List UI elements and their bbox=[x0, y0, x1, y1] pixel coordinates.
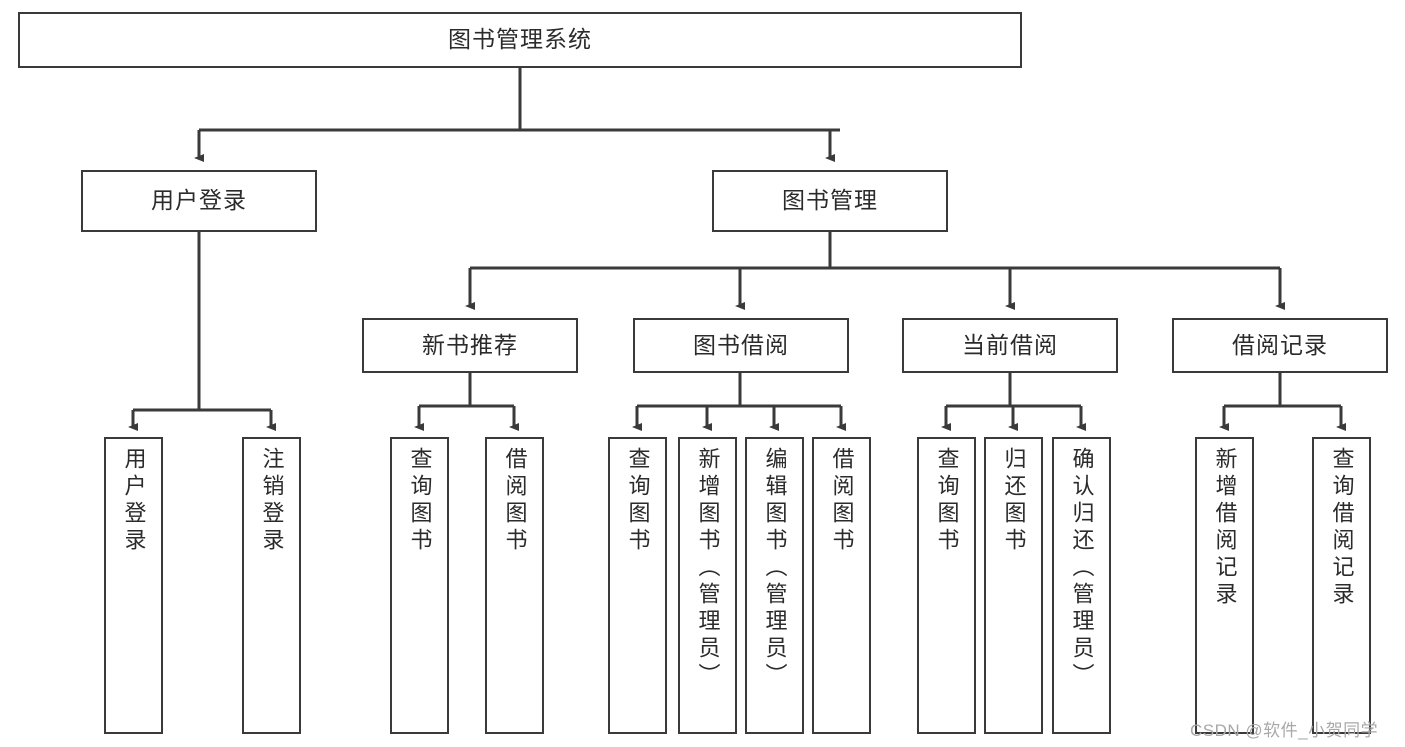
node-label: 用户登录 bbox=[121, 447, 147, 555]
node-user-login[interactable]: 用户登录 bbox=[81, 170, 317, 232]
node-label: 编辑图书（管理员） bbox=[762, 447, 788, 690]
node-leaf-edit-book[interactable]: 编辑图书（管理员） bbox=[745, 437, 804, 734]
node-label: 新增图书（管理员） bbox=[695, 447, 721, 690]
node-book-borrow[interactable]: 图书借阅 bbox=[633, 318, 849, 373]
node-label: 图书借阅 bbox=[693, 331, 789, 358]
node-label: 查询图书 bbox=[625, 447, 651, 555]
node-label: 确认归还（管理员） bbox=[1069, 447, 1095, 690]
node-label: 注销登录 bbox=[259, 447, 285, 555]
node-leaf-borrow-book-1[interactable]: 借阅图书 bbox=[485, 437, 544, 734]
node-leaf-confirm-return[interactable]: 确认归还（管理员） bbox=[1052, 437, 1111, 734]
node-label: 查询图书 bbox=[407, 447, 433, 555]
node-leaf-query-book-1[interactable]: 查询图书 bbox=[390, 437, 449, 734]
node-leaf-query-record[interactable]: 查询借阅记录 bbox=[1312, 437, 1371, 734]
csdn-watermark: CSDN @软件_小贺同学 bbox=[1190, 721, 1379, 740]
node-label: 图书管理系统 bbox=[448, 26, 592, 53]
node-new-book-recommend[interactable]: 新书推荐 bbox=[362, 318, 578, 373]
node-label: 借阅图书 bbox=[829, 447, 855, 555]
node-label: 当前借阅 bbox=[962, 331, 1058, 358]
node-leaf-query-book-2[interactable]: 查询图书 bbox=[608, 437, 667, 734]
node-label: 查询借阅记录 bbox=[1329, 447, 1355, 609]
node-label: 借阅图书 bbox=[502, 447, 528, 555]
node-label: 借阅记录 bbox=[1232, 331, 1328, 358]
node-leaf-borrow-book-2[interactable]: 借阅图书 bbox=[812, 437, 871, 734]
node-leaf-add-record[interactable]: 新增借阅记录 bbox=[1195, 437, 1254, 734]
node-label: 新增借阅记录 bbox=[1212, 447, 1238, 609]
node-label: 用户登录 bbox=[151, 187, 247, 214]
node-leaf-return-book[interactable]: 归还图书 bbox=[984, 437, 1043, 734]
node-borrow-record[interactable]: 借阅记录 bbox=[1172, 318, 1388, 373]
node-label: 图书管理 bbox=[782, 187, 878, 214]
node-book-manage[interactable]: 图书管理 bbox=[712, 170, 948, 232]
node-leaf-query-book-3[interactable]: 查询图书 bbox=[917, 437, 976, 734]
node-current-borrow[interactable]: 当前借阅 bbox=[902, 318, 1118, 373]
node-leaf-user-login[interactable]: 用户登录 bbox=[104, 437, 163, 734]
node-label: 查询图书 bbox=[934, 447, 960, 555]
node-leaf-add-book[interactable]: 新增图书（管理员） bbox=[678, 437, 737, 734]
node-leaf-user-logout[interactable]: 注销登录 bbox=[242, 437, 301, 734]
node-label: 归还图书 bbox=[1001, 447, 1027, 555]
node-label: 新书推荐 bbox=[422, 331, 518, 358]
node-book-management-system[interactable]: 图书管理系统 bbox=[18, 12, 1022, 68]
